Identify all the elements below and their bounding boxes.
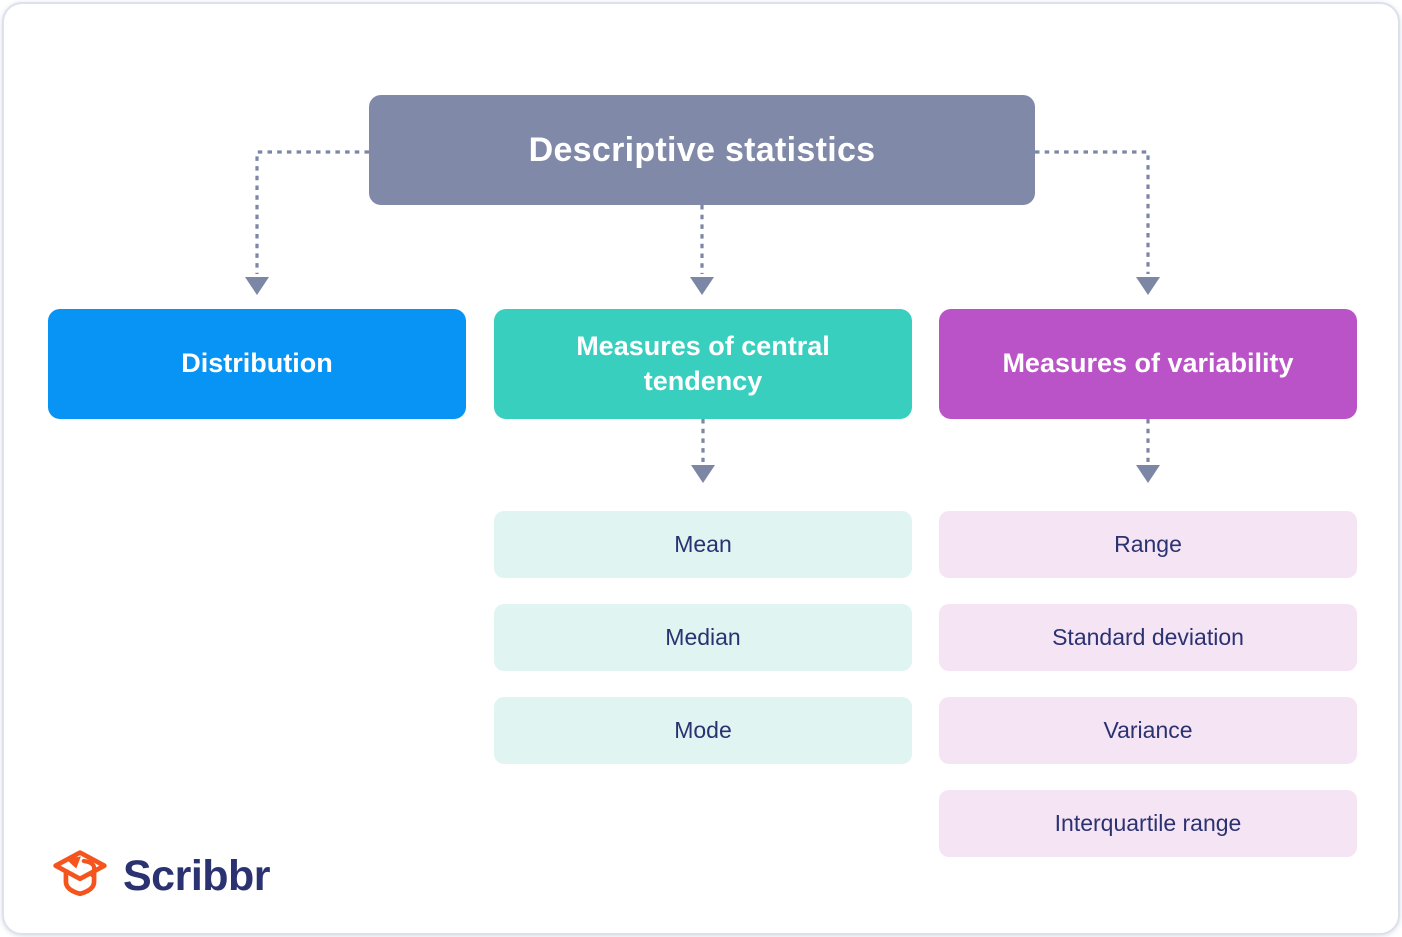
child-node-standard-deviation: Standard deviation [939,604,1357,671]
scribbr-logo: Scribbr [50,844,271,908]
connector-root-to-variability [1035,150,1150,274]
child-node-interquartile-range: Interquartile range [939,790,1357,857]
arrowhead-central-children [691,465,715,483]
child-node-median: Median [494,604,912,671]
branch-node-central-tendency: Measures of central tendency [494,309,912,419]
child-node-mean: Mean [494,511,912,578]
arrowhead-variability [1136,277,1160,295]
root-node-descriptive-statistics: Descriptive statistics [369,95,1035,205]
branch-node-variability: Measures of variability [939,309,1357,419]
child-node-range: Range [939,511,1357,578]
branch-node-distribution: Distribution [48,309,466,419]
arrowhead-central-tendency [690,277,714,295]
logo-text: Scribbr [123,851,271,900]
child-node-mode: Mode [494,697,912,764]
arrowhead-variability-children [1136,465,1160,483]
connector-root-to-distribution [255,150,369,274]
arrowhead-distribution [245,277,269,295]
graduation-cap-icon [53,850,107,897]
child-node-variance: Variance [939,697,1357,764]
